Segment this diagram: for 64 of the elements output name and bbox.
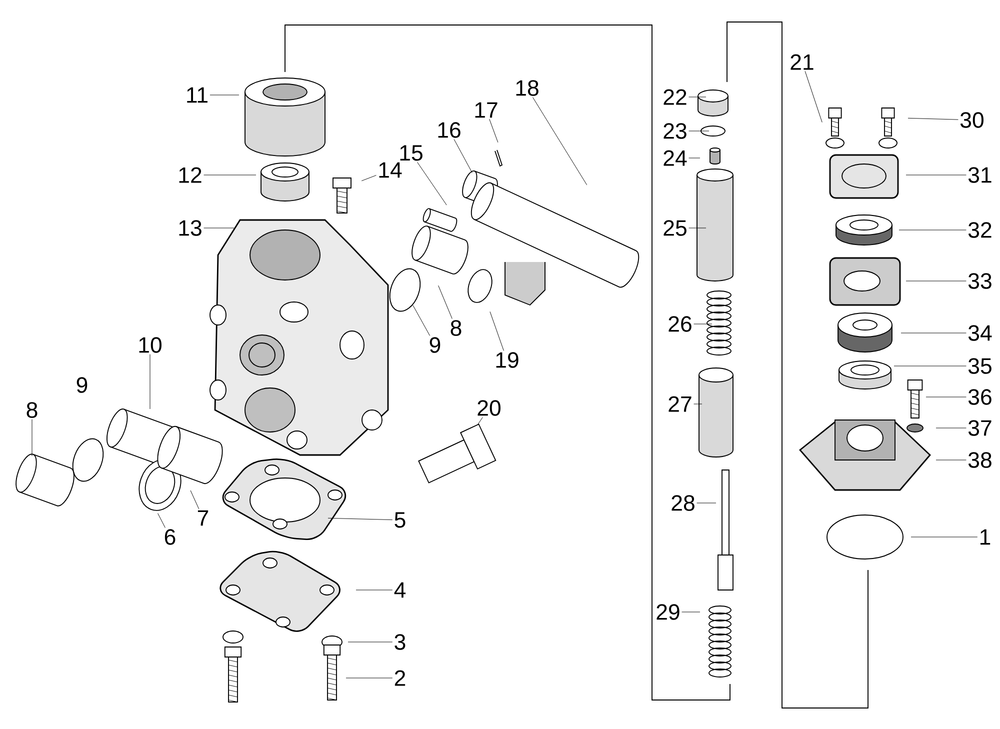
callout-number: 30 <box>960 112 984 128</box>
leader-line <box>210 94 240 96</box>
callout-number: 7 <box>198 510 208 526</box>
callout-number: 9 <box>430 337 440 353</box>
leader-line <box>190 490 200 510</box>
leader-line <box>417 162 447 206</box>
callout-number: 31 <box>968 167 992 183</box>
callout-number: 23 <box>664 123 686 139</box>
leader-line <box>910 536 978 538</box>
callout-number: 19 <box>496 352 518 368</box>
leader-line <box>361 175 376 182</box>
callout-number: 5 <box>394 512 406 528</box>
callout-number: 14 <box>379 162 402 178</box>
callout-number: 10 <box>139 337 162 353</box>
callout-number: 20 <box>478 400 500 416</box>
callout-number: 13 <box>179 220 202 236</box>
callout-number: 6 <box>164 529 176 545</box>
callout-number: 18 <box>516 80 538 96</box>
callout-number: 25 <box>664 220 686 236</box>
leader-line <box>204 174 256 176</box>
callout-number: 3 <box>394 634 406 650</box>
callout-number: 38 <box>968 452 992 468</box>
leader-line <box>158 513 166 528</box>
leader-line <box>926 396 966 398</box>
leader-line <box>906 174 966 176</box>
leader-line <box>908 118 958 120</box>
leader-line <box>906 280 966 282</box>
leader-line <box>688 130 710 132</box>
leader-line <box>489 118 498 143</box>
callout-number: 8 <box>26 402 38 418</box>
leader-line <box>532 97 588 186</box>
callout-number: 28 <box>672 495 694 511</box>
callout-number: 21 <box>790 54 814 70</box>
leader-line <box>328 518 393 520</box>
callout-number: 12 <box>179 167 202 183</box>
callout-number: 24 <box>664 150 687 166</box>
callout-number: 33 <box>968 273 992 289</box>
callout-number: 9 <box>76 377 88 393</box>
callout-number: 8 <box>450 320 462 336</box>
leader-line <box>412 305 430 336</box>
callout-number: 27 <box>668 396 692 412</box>
leader-line <box>490 311 504 351</box>
leader-line <box>477 417 483 426</box>
callout-number: 29 <box>656 604 680 620</box>
leader-line <box>900 332 966 334</box>
leader-line <box>688 96 706 98</box>
leader-line <box>438 285 452 319</box>
callout-number: 17 <box>475 102 498 118</box>
callout-number: 37 <box>968 420 992 436</box>
leader-line <box>696 502 716 504</box>
callout-number: 2 <box>394 670 406 686</box>
callout-number: 35 <box>968 358 992 374</box>
callout-number: 11 <box>187 87 208 103</box>
leader-line <box>454 139 472 173</box>
callout-number: 4 <box>394 582 406 598</box>
leader-line <box>804 70 822 123</box>
callout-number: 34 <box>968 325 992 341</box>
callout-number: 32 <box>968 222 992 238</box>
callout-number: 1 <box>980 529 990 545</box>
callout-number: 26 <box>668 316 692 332</box>
callout-number: 36 <box>968 389 992 405</box>
callout-number: 22 <box>664 89 686 105</box>
callout-number: 15 <box>400 145 422 161</box>
callout-number: 16 <box>438 122 460 138</box>
